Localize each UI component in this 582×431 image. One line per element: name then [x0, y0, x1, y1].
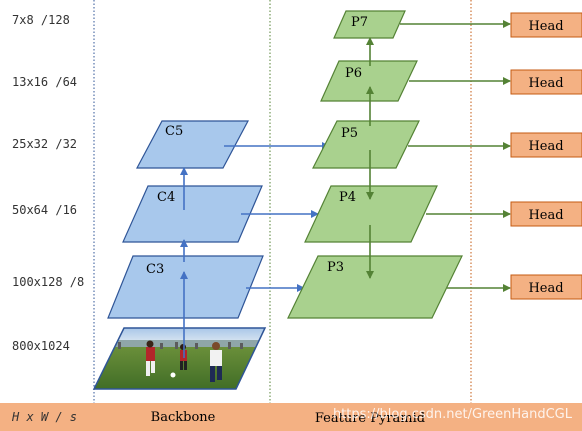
head-box-p6: Head: [510, 69, 582, 95]
backbone-label: Backbone: [151, 410, 216, 425]
label-c3: C3: [146, 262, 164, 277]
label-p3: P3: [327, 260, 344, 275]
svg-text:Head: Head: [528, 139, 563, 154]
resolution-label-p4: 50x64 /16: [12, 203, 77, 217]
resolution-label-input: 800x1024: [12, 339, 70, 353]
svg-text:Head: Head: [528, 19, 563, 34]
pyramid-label: Feature Pyramid: [315, 411, 425, 426]
pyramid-layer-p6: [320, 60, 418, 102]
svg-text:Head: Head: [528, 76, 563, 91]
dims-label: H x W / s: [11, 410, 77, 424]
head-box-p3: Head: [510, 274, 582, 300]
pyramid-layer-p4: [304, 185, 438, 243]
pyramid-layer-p7: [333, 10, 406, 39]
backbone-layer-c4: [122, 185, 263, 243]
input-image: [92, 327, 267, 390]
footer-bar: [0, 403, 582, 431]
label-p6: P6: [345, 66, 362, 81]
watermark: https://blog.csdn.net/GreenHandCGL: [333, 407, 573, 422]
head-box-p4: Head: [510, 201, 582, 227]
head-box-p7: Head: [510, 12, 582, 38]
svg-text:Head: Head: [528, 281, 563, 296]
label-p4: P4: [339, 190, 356, 205]
pyramid-layer-p3: [287, 255, 463, 319]
resolution-label-p7: 7x8 /128: [12, 13, 70, 27]
resolution-label-p3: 100x128 /8: [12, 275, 84, 289]
backbone-layer-c3: [107, 255, 264, 319]
resolution-label-p5: 25x32 /32: [12, 137, 77, 151]
resolution-label-p6: 13x16 /64: [12, 75, 77, 89]
pyramid-layer-p5: [312, 120, 420, 169]
label-p5: P5: [341, 126, 358, 141]
label-p7: P7: [351, 15, 368, 30]
label-c5: C5: [165, 124, 183, 139]
label-c4: C4: [157, 190, 175, 205]
svg-text:Head: Head: [528, 208, 563, 223]
backbone-layer-c5: [136, 120, 249, 169]
head-box-p5: Head: [510, 132, 582, 158]
